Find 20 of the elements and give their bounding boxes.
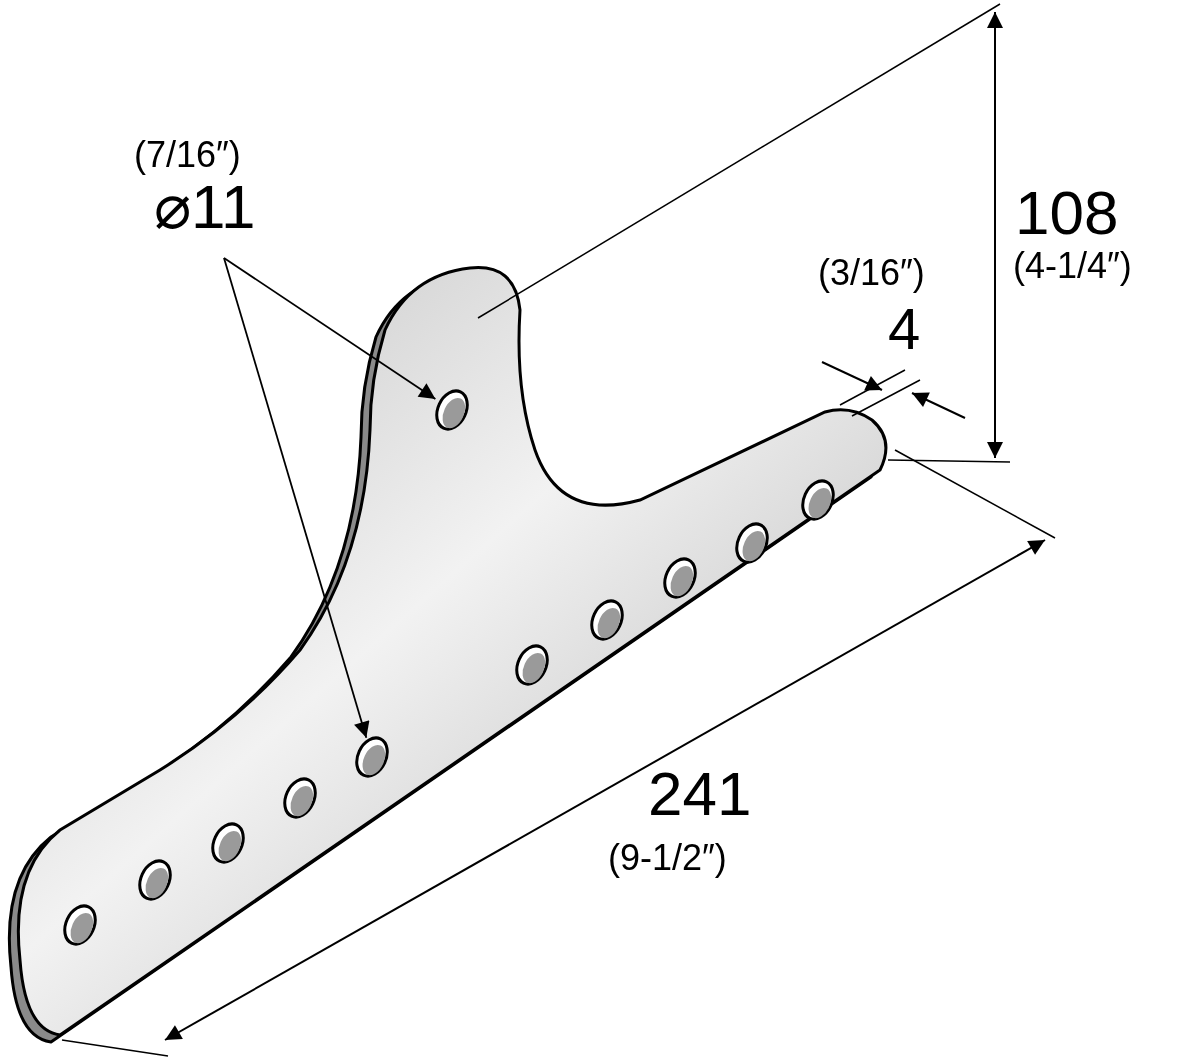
dimension-label: (3/16″): [818, 255, 925, 291]
dimension-label: 241: [648, 763, 752, 825]
bolt-hole: [735, 522, 769, 564]
dimension-label: (4-1/4″): [1013, 248, 1132, 284]
bolt-hole: [435, 389, 469, 431]
dimension-label: (9-1/2″): [608, 840, 727, 876]
dimension-label: (7/16″): [134, 136, 241, 174]
bolt-hole: [801, 479, 835, 521]
bolt-hole: [355, 736, 389, 778]
bolt-hole: [63, 904, 97, 946]
bolt-hole: [283, 777, 317, 819]
bolt-hole: [515, 644, 549, 686]
leader-line: [223, 257, 370, 739]
dimension-label: 108: [1015, 182, 1119, 244]
leader-line: [223, 257, 437, 400]
bolt-hole: [663, 557, 697, 599]
bolt-hole: [590, 599, 624, 641]
bolt-hole: [211, 822, 245, 864]
dimension-label: 4: [888, 300, 921, 358]
bolt-hole: [138, 859, 172, 901]
